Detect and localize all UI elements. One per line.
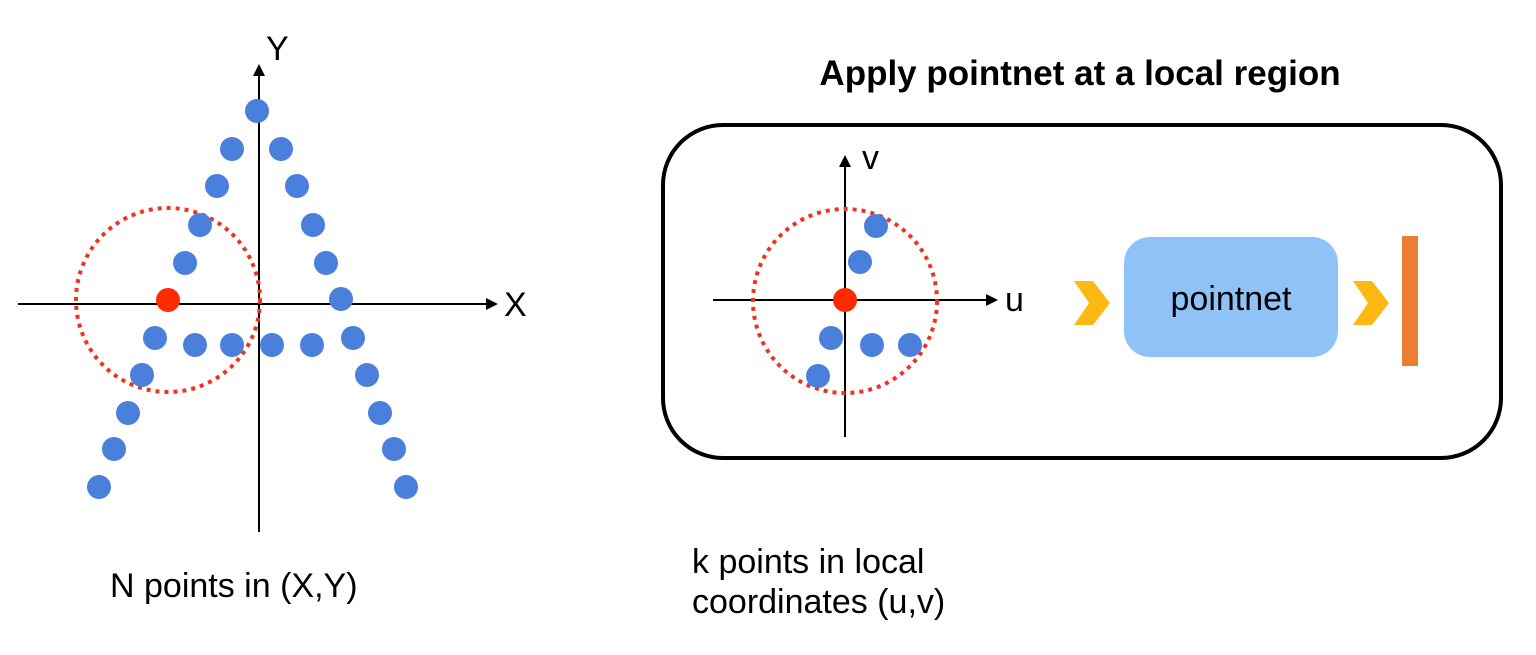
point	[341, 326, 365, 350]
right-panel: u v pointnet	[661, 123, 1503, 460]
point	[860, 333, 884, 357]
point	[260, 333, 284, 357]
y-axis-label: Y	[266, 30, 289, 68]
point	[355, 363, 379, 387]
point	[819, 326, 843, 350]
point	[220, 333, 244, 357]
neighborhood-circle	[74, 206, 262, 394]
local-region-box	[661, 123, 1503, 460]
v-axis-label: v	[862, 139, 879, 177]
point	[300, 333, 324, 357]
point	[173, 251, 197, 275]
point	[806, 364, 830, 388]
point	[205, 174, 229, 198]
local-points	[806, 214, 922, 388]
x-axis-label: X	[504, 286, 527, 324]
pointnet-box	[1124, 237, 1338, 357]
point	[848, 250, 872, 274]
point	[898, 333, 922, 357]
point	[188, 213, 212, 237]
input-arrow-icon	[1074, 281, 1110, 325]
point	[864, 214, 888, 238]
point	[269, 137, 293, 161]
point	[102, 437, 126, 461]
point	[116, 401, 140, 425]
pointnet-label: pointnet	[1171, 280, 1293, 318]
point	[382, 437, 406, 461]
center-point	[156, 288, 180, 312]
output-feature-bar	[1402, 236, 1418, 366]
point	[130, 363, 154, 387]
point	[87, 475, 111, 499]
point	[394, 475, 418, 499]
point	[301, 213, 325, 237]
point	[285, 174, 309, 198]
point	[245, 99, 269, 123]
u-axis-label: u	[1005, 281, 1024, 319]
left-caption: N points in (X,Y)	[110, 567, 358, 605]
right-caption-line2: coordinates (u,v)	[692, 583, 946, 621]
right-panel-title: Apply pointnet at a local region	[819, 54, 1341, 93]
point	[143, 326, 167, 350]
point	[329, 287, 353, 311]
local-center-point	[833, 288, 857, 312]
point	[220, 137, 244, 161]
local-neighborhood-circle	[751, 207, 939, 395]
point	[314, 251, 338, 275]
right-caption: k points in local coordinates (u,v)	[692, 542, 1002, 622]
point-cloud-a	[87, 99, 418, 499]
left-panel: X Y	[18, 30, 527, 532]
right-caption-line1: k points in local	[692, 543, 925, 581]
point	[368, 401, 392, 425]
output-arrow-icon	[1353, 281, 1389, 325]
point	[183, 333, 207, 357]
